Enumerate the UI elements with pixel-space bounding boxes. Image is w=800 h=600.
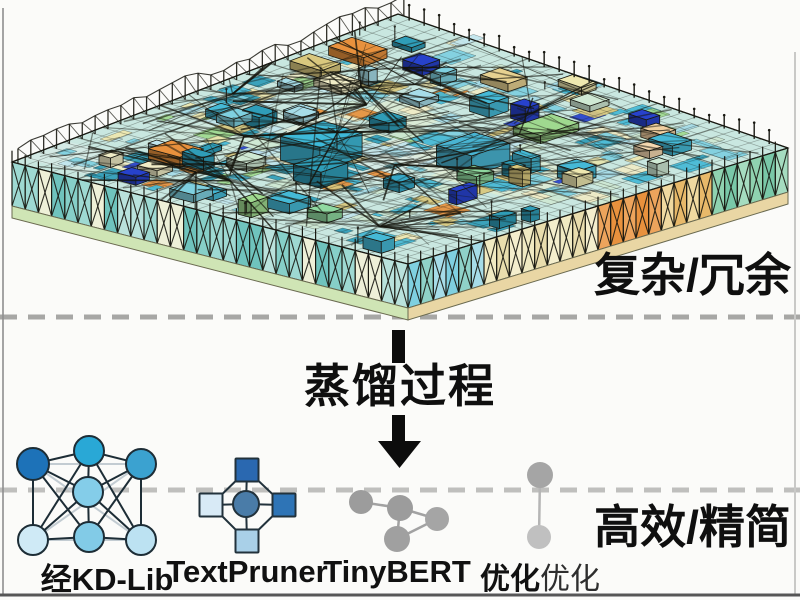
model-label-youhua: 优化优化	[450, 554, 630, 596]
model-label-textpruner: TextPruner	[166, 554, 328, 589]
distillation-arrow	[378, 330, 421, 468]
model-label-kdlib: 经KD-Lib	[40, 562, 174, 597]
complex-model-board	[10, 0, 790, 321]
model-label-youhua-light: 优化	[540, 563, 600, 596]
model-diagram-youhua	[527, 462, 553, 549]
model-diagram-tinybert	[349, 490, 449, 552]
label-efficient-compact: 高效/精简	[594, 501, 791, 553]
label-distillation-process: 蒸馏过程	[304, 360, 496, 412]
label-complex-redundant: 复杂/冗余	[594, 249, 791, 301]
model-diagram-kdlib	[16, 435, 157, 556]
model-diagram-textpruner	[198, 457, 297, 554]
slide-frame	[0, 8, 800, 597]
model-label-tinybert: TinyBERT	[323, 554, 471, 589]
model-label-youhua-bold: 优化	[480, 563, 540, 596]
